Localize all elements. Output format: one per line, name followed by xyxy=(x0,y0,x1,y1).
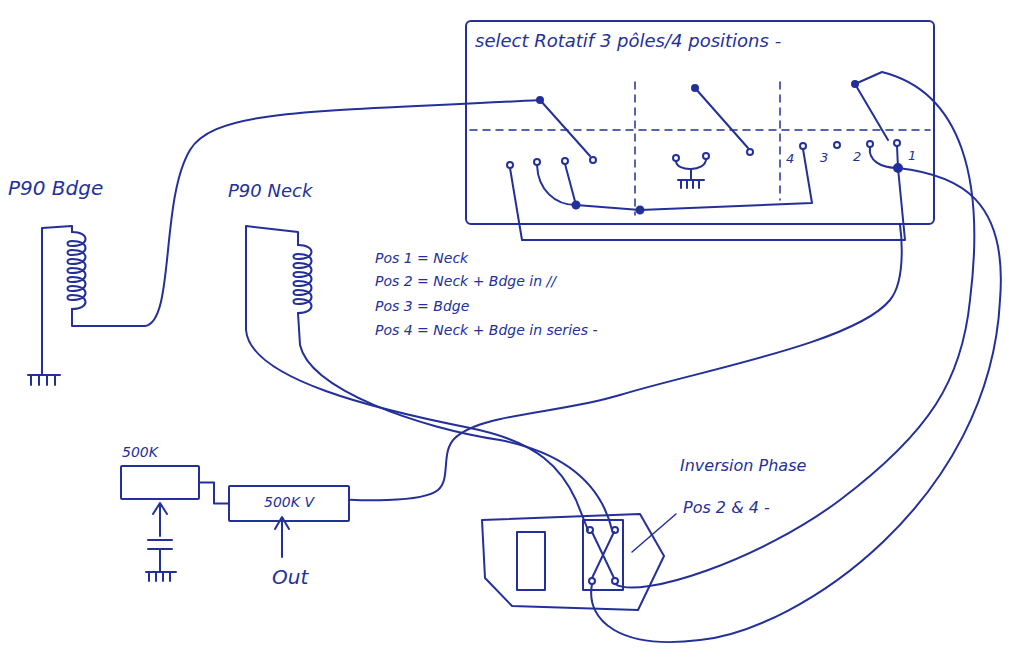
wiper xyxy=(855,84,888,140)
tone-pot: 500K xyxy=(120,465,200,500)
return-wire xyxy=(591,168,1001,642)
pickup-coil xyxy=(68,232,86,309)
pickup-name: P90 Bdge xyxy=(8,176,103,200)
contact xyxy=(834,142,840,148)
junction-dot xyxy=(573,202,580,209)
pickup-lead xyxy=(72,100,540,326)
jumper xyxy=(690,169,692,180)
wiper xyxy=(540,100,590,156)
callout-text: Inversion Phase xyxy=(680,456,806,475)
rotary-switch: select Rotatif 3 pôles/4 positions - xyxy=(465,20,935,225)
switch-body xyxy=(482,514,664,610)
volume-pot: 500K V xyxy=(228,485,350,522)
ground-symbol xyxy=(28,375,60,385)
phase-switch xyxy=(482,72,1001,642)
position-note: Pos 3 = Bdge xyxy=(375,298,469,315)
switch-wire xyxy=(576,149,812,210)
tone-circuit xyxy=(146,503,289,581)
switch-contacts xyxy=(583,520,623,590)
switch-wire xyxy=(510,168,905,240)
pot-value: 500K xyxy=(122,444,158,461)
pickup-lead xyxy=(298,313,612,530)
switch-lever xyxy=(517,532,545,590)
switch-wire xyxy=(565,164,576,205)
junction-dot xyxy=(637,207,644,214)
contact xyxy=(590,157,596,163)
section-divider xyxy=(779,82,781,200)
contact xyxy=(747,149,753,155)
switch-title: select Rotatif 3 pôles/4 positions - xyxy=(475,30,781,52)
output-label: Out xyxy=(272,565,308,589)
position-number: 2 xyxy=(853,149,861,165)
position-number: 1 xyxy=(908,148,916,164)
position-note: Pos 1 = Neck xyxy=(375,250,468,267)
bridge-pickup xyxy=(28,100,540,385)
pot-value: 500K V xyxy=(264,494,314,511)
position-note: Pos 4 = Neck + Bdge in series - xyxy=(375,322,597,339)
capacitor-symbol xyxy=(148,540,172,572)
wiper-arrow xyxy=(275,517,289,557)
section-divider xyxy=(634,82,636,215)
contact xyxy=(612,527,618,533)
wiper xyxy=(695,88,748,148)
ground-symbol xyxy=(146,572,176,581)
switch-wire xyxy=(870,147,898,168)
contact xyxy=(587,527,593,533)
pickup-name: P90 Neck xyxy=(228,180,312,202)
leader-line xyxy=(632,514,676,552)
wire-connector xyxy=(350,225,902,500)
position-note: Pos 2 = Neck + Bdge in // xyxy=(375,273,556,290)
pickup-coil xyxy=(294,245,312,313)
position-number: 4 xyxy=(786,151,794,167)
pickup-lead xyxy=(42,226,72,375)
return-wire xyxy=(615,72,974,588)
contact xyxy=(692,85,698,91)
ground-symbol xyxy=(678,180,704,188)
position-number: 3 xyxy=(820,150,828,166)
section-divider xyxy=(470,129,930,131)
wire-connector xyxy=(200,483,228,504)
switch-internals xyxy=(470,81,930,240)
phase-cross xyxy=(592,532,614,578)
callout-text: Pos 2 & 4 - xyxy=(683,498,770,517)
wiper-arrow xyxy=(153,503,167,536)
jumper xyxy=(676,159,706,169)
switch-wire xyxy=(537,165,576,205)
